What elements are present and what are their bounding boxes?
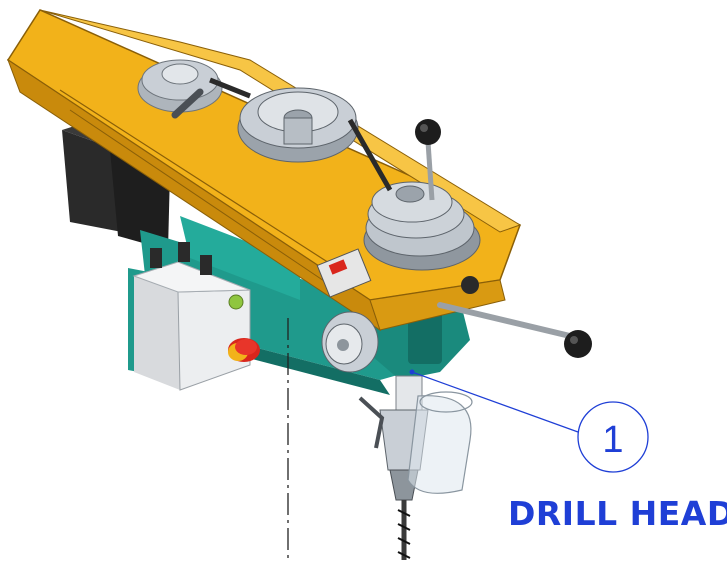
drill-head-title: DRILL HEAD bbox=[508, 494, 727, 533]
pulley-small bbox=[137, 59, 223, 113]
callout-balloon bbox=[577, 401, 649, 473]
start-button-icon bbox=[228, 294, 244, 310]
chuck-guard bbox=[407, 391, 473, 494]
drive-belt bbox=[209, 77, 393, 192]
callout-number: 1 bbox=[602, 419, 623, 461]
depth-wheel bbox=[321, 311, 379, 373]
feed-handle bbox=[437, 276, 592, 358]
handle-knob-icon bbox=[415, 119, 441, 201]
callout-1: 1 bbox=[409, 369, 649, 473]
switch-box bbox=[128, 242, 260, 391]
pulley-icon bbox=[237, 87, 359, 163]
